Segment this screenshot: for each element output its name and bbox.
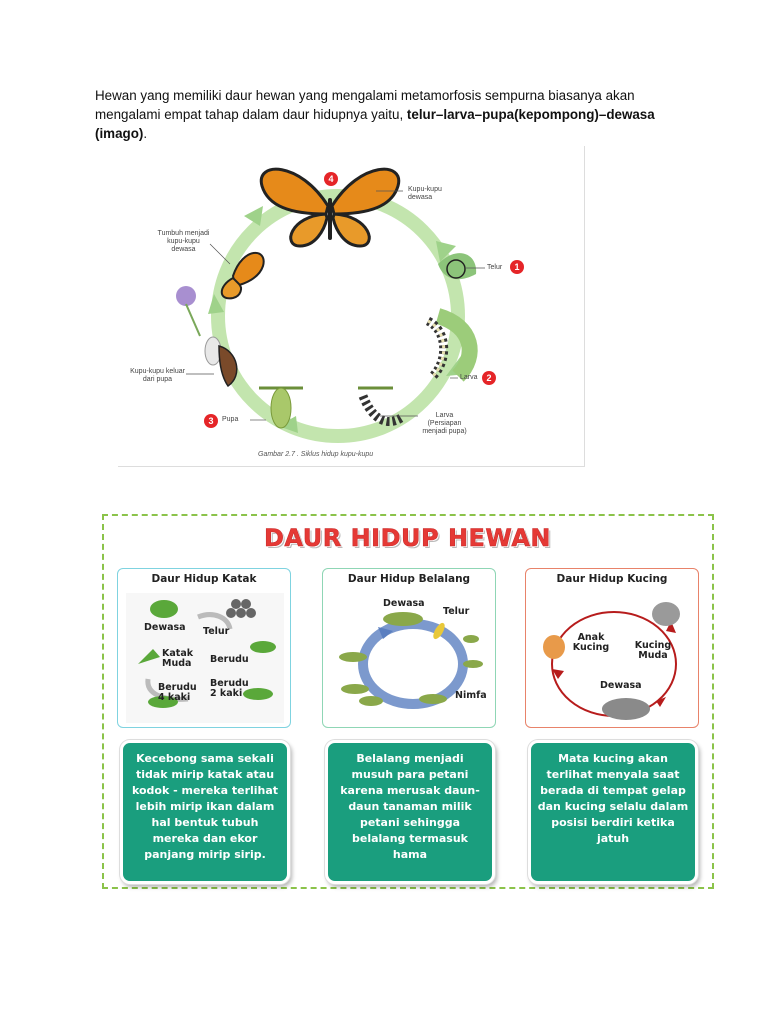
- arrow-head-icon: [208, 294, 224, 314]
- frog-label-egg: Telur: [203, 626, 230, 637]
- intro-text: Hewan yang memiliki daur hewan yang meng…: [95, 88, 635, 122]
- figure-title: DAUR HIDUP HEWAN: [264, 524, 551, 553]
- grasshopper-adult-icon: [383, 612, 423, 626]
- frog-label-tadpole4: Berudu 4 kaki: [158, 682, 197, 703]
- grasshopper-label-adult: Dewasa: [383, 598, 425, 609]
- leaf-egg-icon: [438, 253, 477, 280]
- butterfly-cycle-illustration: [176, 167, 485, 443]
- pupa-icon: [259, 386, 303, 429]
- label-pupa: Pupa: [222, 416, 239, 423]
- frog-label-tadpole2: Berudu 2 kaki: [210, 678, 249, 699]
- kitten-icon: [543, 635, 565, 659]
- label-emerge: Kupu-kupu keluar dari pupa: [130, 368, 185, 383]
- frog-label-tadpole: Berudu: [210, 654, 249, 665]
- tadpole-two-legs-icon: [243, 688, 273, 700]
- grasshopper-cycle-card: Daur Hidup Belalang Dewasa Telur Nimfa: [322, 568, 496, 728]
- cat-label-kitten: Anak Kucing: [572, 632, 610, 653]
- grasshopper-icon: [339, 652, 367, 662]
- grasshopper-fact-box: Belalang menjadi musuh para petani karen…: [325, 740, 495, 884]
- label-larva-prep: Larva (Persiapan menjadi pupa): [422, 412, 467, 435]
- frog-card-title: Daur Hidup Katak: [151, 573, 257, 585]
- label-larva: Larva: [460, 374, 478, 381]
- cat-fact-box: Mata kucing akan terlihat menyala saat b…: [528, 740, 698, 884]
- cat-label-young: Kucing Muda: [634, 640, 672, 661]
- cat-card-title: Daur Hidup Kucing: [556, 573, 668, 585]
- grasshopper-cycle-illustration: [339, 612, 483, 709]
- figure-caption: Gambar 2.7 . Siklus hidup kupu-kupu: [258, 451, 374, 458]
- grasshopper-card-title: Daur Hidup Belalang: [347, 573, 471, 585]
- cat-cycle-illustration: [543, 602, 680, 720]
- stage-number-3: 3: [204, 414, 218, 428]
- adult-butterfly-icon: [259, 167, 401, 248]
- animal-life-cycle-figure: DAUR HIDUP HEWAN Daur Hidup Katak Dewasa…: [102, 514, 714, 889]
- egg-icon: [433, 622, 445, 640]
- grasshopper-icon: [359, 696, 383, 706]
- stage-number-2: 2: [482, 371, 496, 385]
- grasshopper-icon: [419, 694, 447, 704]
- label-grow: Tumbuh menjadi kupu-kupu dewasa: [157, 230, 210, 253]
- tadpole-icon: [250, 641, 276, 653]
- larva-pupa-icon: [358, 386, 404, 426]
- butterfly-cycle-figure: Kupu-kupu dewasa Tumbuh menjadi kupu-kup…: [118, 146, 585, 467]
- label-egg: Telur: [487, 264, 503, 271]
- frog-label-young: Katak Muda: [162, 648, 194, 669]
- tadpole-four-legs-icon: [148, 696, 178, 708]
- frog-cycle-illustration: [126, 593, 284, 723]
- grasshopper-label-egg: Telur: [443, 606, 470, 617]
- cat-label-adult: Dewasa: [600, 680, 642, 691]
- intro-period: .: [143, 126, 148, 141]
- flower-icon: [176, 286, 201, 337]
- young-frog-icon: [138, 649, 160, 664]
- caterpillar-icon: [425, 308, 478, 382]
- frog-icon: [150, 600, 178, 618]
- arrow-head-icon: [436, 241, 456, 262]
- emerging-butterfly-icon: [204, 336, 238, 388]
- frog-label-adult: Dewasa: [144, 622, 186, 633]
- grasshopper-label-nymph: Nimfa: [455, 690, 487, 701]
- frog-fact-box: Kecebong sama sekali tidak mirip katak a…: [120, 740, 290, 884]
- grasshopper-icon: [341, 684, 369, 694]
- label-adult: Kupu-kupu dewasa: [408, 186, 442, 201]
- nymph-icon: [463, 660, 483, 668]
- intro-stages: telur–larva–pupa(kepompong)–dewasa (imag…: [95, 107, 655, 141]
- frog-cycle-card: Daur Hidup Katak Dewasa Telur Katak Muda…: [117, 568, 291, 728]
- egg-cluster-icon: [226, 599, 256, 618]
- cat-cycle-card: Daur Hidup Kucing Anak Kucing Kucing Mud…: [525, 568, 699, 728]
- stage-number-1: 1: [510, 260, 524, 274]
- young-butterfly-icon: [220, 251, 265, 300]
- nymph-icon: [463, 635, 479, 643]
- arrow-head-icon: [278, 416, 298, 433]
- adult-cat-icon: [602, 698, 650, 720]
- young-cat-icon: [652, 602, 680, 626]
- intro-paragraph: Hewan yang memiliki daur hewan yang meng…: [95, 86, 680, 143]
- stage-number-4: 4: [324, 172, 338, 186]
- arrow-head-icon: [244, 206, 263, 226]
